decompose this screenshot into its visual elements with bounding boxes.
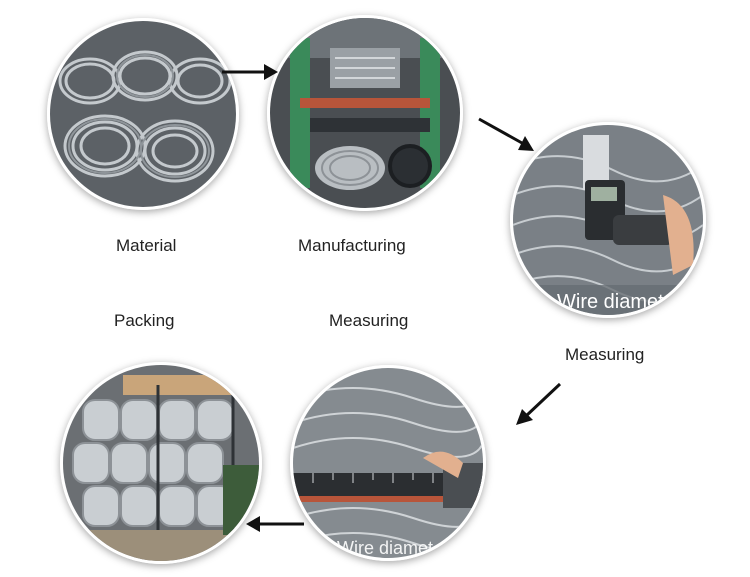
- material-photo: [47, 18, 239, 210]
- measuring-bottom-photo: Wire diamet: [290, 365, 486, 561]
- arrow-down-right-icon: [478, 117, 534, 151]
- manufacturing-label: Manufacturing: [298, 236, 406, 255]
- ruler-measuring-image: Wire diamet: [293, 368, 483, 558]
- arrow-right-icon: [222, 64, 278, 80]
- measuring-label-middle: Measuring: [329, 311, 409, 330]
- arrow-left-icon: [246, 516, 304, 532]
- packed-pallet-image: [63, 365, 259, 561]
- wire-diameter-overlay: Wire diamet: [557, 291, 664, 313]
- barbed-wire-machine-image: [270, 18, 460, 208]
- measuring-right-photo: Wire diamet: [510, 122, 706, 318]
- micrometer-measuring-image: Wire diamet: [513, 125, 703, 315]
- wire-coils-image: [50, 21, 236, 207]
- arrow-down-left-icon: [516, 382, 562, 425]
- measuring-label-right: Measuring: [565, 345, 645, 364]
- material-label: Material: [116, 236, 177, 255]
- packing-photo: [60, 362, 262, 564]
- wire-diameter-overlay-bottom: Wire diamet: [337, 538, 433, 558]
- manufacturing-photo: [267, 15, 463, 211]
- packing-label: Packing: [114, 311, 175, 330]
